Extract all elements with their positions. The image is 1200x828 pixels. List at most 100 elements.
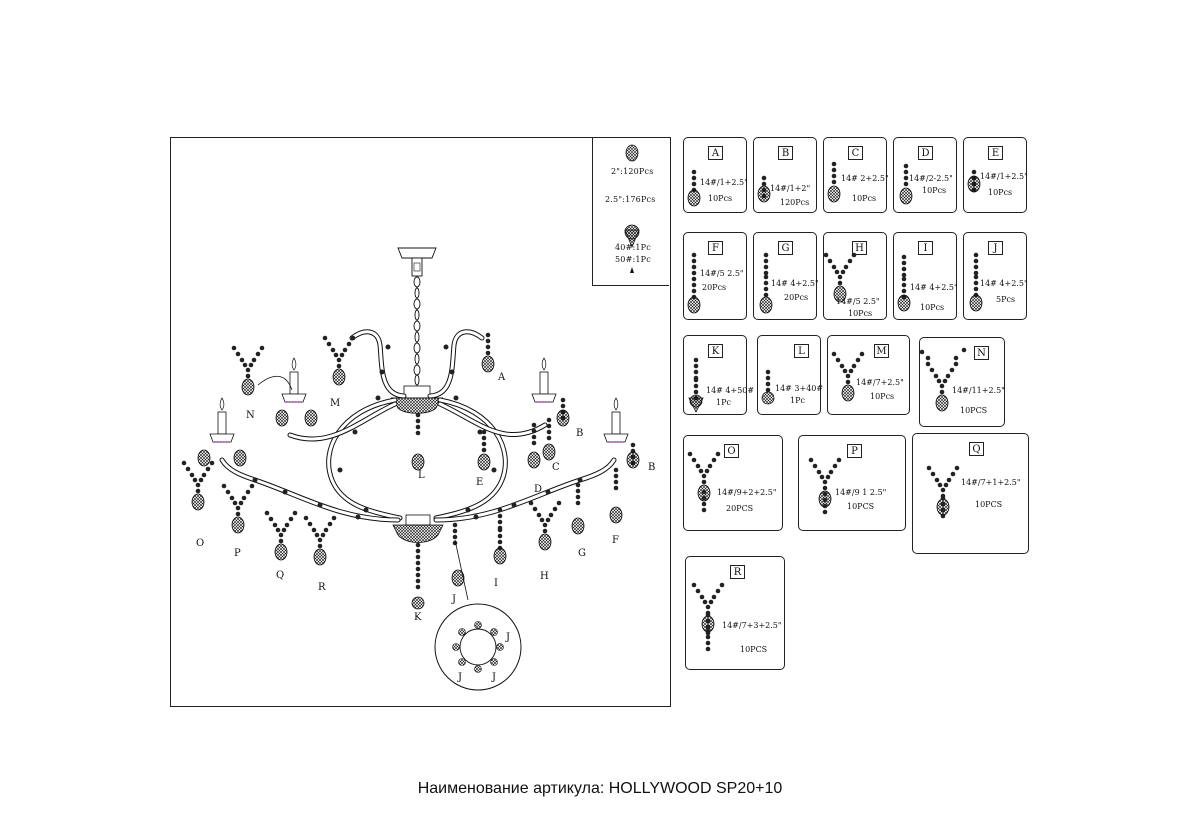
part-letter: F [708, 241, 723, 255]
callout-j-detail-right: J [506, 632, 511, 643]
part-letter: A [708, 146, 723, 160]
part-qty: 5Pcs [996, 295, 1016, 304]
part-spec: 14# 4+50# [706, 386, 755, 395]
legend-40: 40#:1Pc [615, 243, 651, 252]
part-card-k: K 14# 4+50# 1Pc [683, 335, 754, 415]
part-spec: 14#/9+2+2.5" [717, 488, 777, 497]
chain [413, 276, 421, 386]
callout-g: G [578, 548, 586, 559]
part-card-n: N 14#/11+2.5" 10PCS [919, 337, 1005, 427]
callout-b-upper: B [576, 428, 584, 439]
part-letter: M [874, 344, 889, 358]
part-spec: 14#/1+2.5" [980, 172, 1028, 181]
part-card-q: Q 14#/7+1+2.5" 10PCS [912, 433, 1029, 554]
legend-50: 50#:1Pc [615, 255, 651, 264]
part-letter: D [918, 146, 933, 160]
part-letter: C [848, 146, 863, 160]
part-spec: 14#/1+2" [770, 184, 811, 193]
callout-n: N [246, 410, 255, 421]
callout-f: F [612, 535, 619, 546]
part-spec: 14# 2+2.5" [841, 174, 889, 183]
callout-a: A [498, 372, 506, 383]
center-drops [411, 413, 425, 610]
callout-o: O [196, 538, 205, 549]
part-qty: 10Pcs [920, 303, 945, 312]
crystal-legend: 2":120Pcs 2.5":176Pcs 40#:1Pc 50#:1Pc [592, 137, 669, 286]
legend-25in: 2.5":176Pcs [605, 195, 656, 204]
part-card-p: P 14#/9 1 2.5" 10PCS [798, 435, 906, 531]
callout-j-detail-bottom: J [492, 672, 497, 683]
part-card-b: B 14#/1+2" 120Pcs [753, 137, 817, 213]
part-spec: 14#/11+2.5" [952, 386, 1005, 395]
callout-i: I [494, 578, 498, 589]
callout-h: H [540, 571, 549, 582]
callout-j: J [452, 594, 457, 605]
part-qty: 10PCS [960, 406, 988, 415]
part-card-o: O 14#/9+2+2.5" 20PCS [683, 435, 783, 531]
ceiling-canopy [397, 247, 437, 277]
part-spec: 14#/1+2.5" [700, 178, 748, 187]
lower-bowl [392, 514, 444, 543]
part-qty: 10Pcs [988, 188, 1013, 197]
callout-j-detail-left: J [458, 672, 463, 683]
article-caption: Наименование артикула: HOLLYWOOD SP20+10 [417, 780, 783, 797]
part-card-e: E 14#/1+2.5" 10Pcs [963, 137, 1028, 213]
part-card-h: H 14#/5 2.5" 10Pcs [823, 232, 887, 320]
part-letter: H [852, 241, 867, 255]
part-spec: 14#/7+1+2.5" [961, 478, 1021, 487]
part-spec: 14# 4+2.5" [771, 279, 819, 288]
callout-l: L [418, 470, 425, 481]
part-letter: K [708, 344, 723, 358]
part-letter: B [778, 146, 793, 160]
part-letter: G [778, 241, 793, 255]
part-card-f: F 14#/5 2.5" 20Pcs [683, 232, 747, 320]
part-spec: 14# 3+40# [775, 384, 824, 393]
part-letter: R [730, 565, 745, 579]
part-card-m: M 14#/7+2.5" 10Pcs [827, 335, 910, 415]
part-qty: 1Pc [790, 396, 805, 405]
part-spec: 14# 4+2.5" [910, 283, 958, 292]
callout-k: K [414, 612, 422, 623]
part-spec: 14#/5 2.5" [836, 297, 880, 306]
part-qty: 10Pcs [852, 194, 877, 203]
part-card-r: R 14#/7+3+2.5" 10PCS [685, 556, 785, 670]
part-qty: 10Pcs [922, 186, 947, 195]
part-letter: E [988, 146, 1003, 160]
callout-c: C [552, 462, 560, 473]
part-card-c: C 14# 2+2.5" 10Pcs [823, 137, 889, 213]
callout-p: P [234, 548, 241, 559]
part-letter: O [724, 444, 739, 458]
chandelier-drawing-frame [170, 137, 671, 707]
legend-2in: 2":120Pcs [611, 167, 654, 176]
callout-r: R [318, 582, 326, 593]
part-qty: 10PCS [740, 645, 768, 654]
callout-b-lower: B [648, 462, 656, 473]
part-letter: J [988, 241, 1003, 255]
part-qty: 20Pcs [784, 293, 809, 302]
upper-bowl [391, 385, 443, 414]
part-spec: 14# 4+2.5" [980, 279, 1028, 288]
part-qty: 10PCS [847, 502, 875, 511]
part-card-a: A 14#/1+2.5" 10Pcs [683, 137, 748, 213]
callout-d: D [534, 484, 543, 495]
part-letter: I [918, 241, 933, 255]
leader-line [257, 375, 293, 391]
part-qty: 10PCS [975, 500, 1003, 509]
part-letter: L [794, 344, 809, 358]
part-letter: Q [969, 442, 984, 456]
part-card-g: G 14# 4+2.5" 20Pcs [753, 232, 819, 320]
part-qty: 120Pcs [780, 198, 810, 207]
part-qty: 10Pcs [708, 194, 733, 203]
part-letter: P [847, 444, 862, 458]
callout-e: E [476, 477, 484, 488]
callout-m: M [330, 398, 341, 409]
part-card-j: J 14# 4+2.5" 5Pcs [963, 232, 1028, 320]
part-spec: 14#/7+3+2.5" [722, 621, 782, 630]
part-spec: 14#/5 2.5" [700, 269, 744, 278]
detail-circle-j [434, 539, 522, 691]
part-card-l: L 14# 3+40# 1Pc [757, 335, 824, 415]
part-qty: 1Pc [716, 398, 731, 407]
part-qty: 20Pcs [702, 283, 727, 292]
part-qty: 20PCS [726, 504, 754, 513]
